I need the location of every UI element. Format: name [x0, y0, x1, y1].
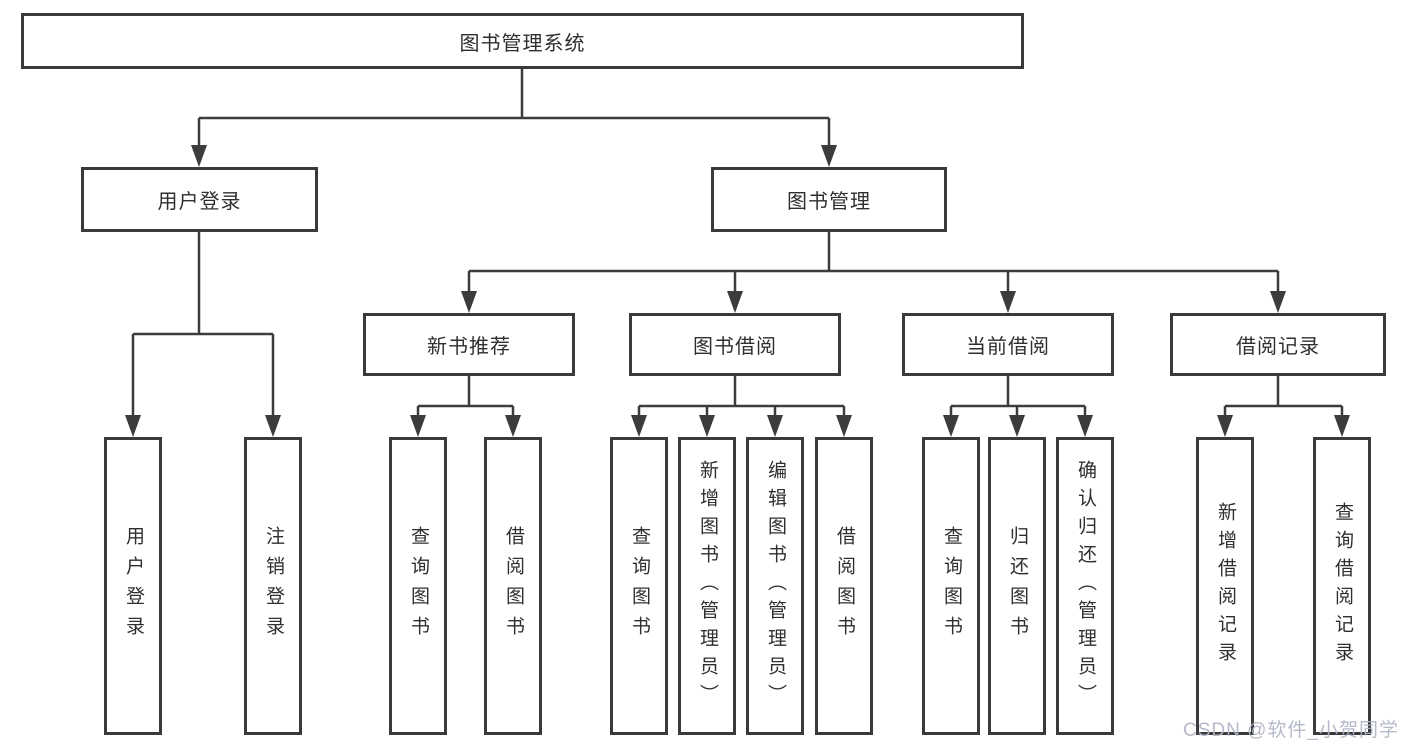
arrowheads	[125, 145, 1350, 437]
leaf-query-books-current: 查询图书	[922, 437, 980, 735]
node-user-login: 用户登录	[81, 167, 318, 232]
node-library-management-system: 图书管理系统	[21, 13, 1024, 69]
tree-spine-lines	[133, 69, 1342, 408]
leaf-logout: 注销登录	[244, 437, 302, 735]
leaf-return-book: 归还图书	[988, 437, 1046, 735]
leaf-user-login: 用户登录	[104, 437, 162, 735]
node-current-borrowing: 当前借阅	[902, 313, 1114, 376]
node-book-borrowing: 图书借阅	[629, 313, 841, 376]
csdn-watermark: CSDN @软件_小贺同学	[1183, 720, 1399, 741]
leaf-borrow-books-recommend: 借阅图书	[484, 437, 542, 735]
leaf-borrow-books-borrowing: 借阅图书	[815, 437, 873, 735]
leaf-confirm-return-admin: 确认归还（管理员）	[1056, 437, 1114, 735]
tree-drop-lines	[131, 118, 1344, 420]
node-borrowing-records: 借阅记录	[1170, 313, 1386, 376]
leaf-query-books-recommend: 查询图书	[389, 437, 447, 735]
leaf-edit-book-admin: 编辑图书（管理员）	[746, 437, 804, 735]
node-book-management: 图书管理	[711, 167, 947, 232]
leaf-query-books-borrowing: 查询图书	[610, 437, 668, 735]
node-new-book-recommendation: 新书推荐	[363, 313, 575, 376]
leaf-add-borrow-record: 新增借阅记录	[1196, 437, 1254, 735]
leaf-add-book-admin: 新增图书（管理员）	[678, 437, 736, 735]
leaf-query-borrow-record: 查询借阅记录	[1313, 437, 1371, 735]
